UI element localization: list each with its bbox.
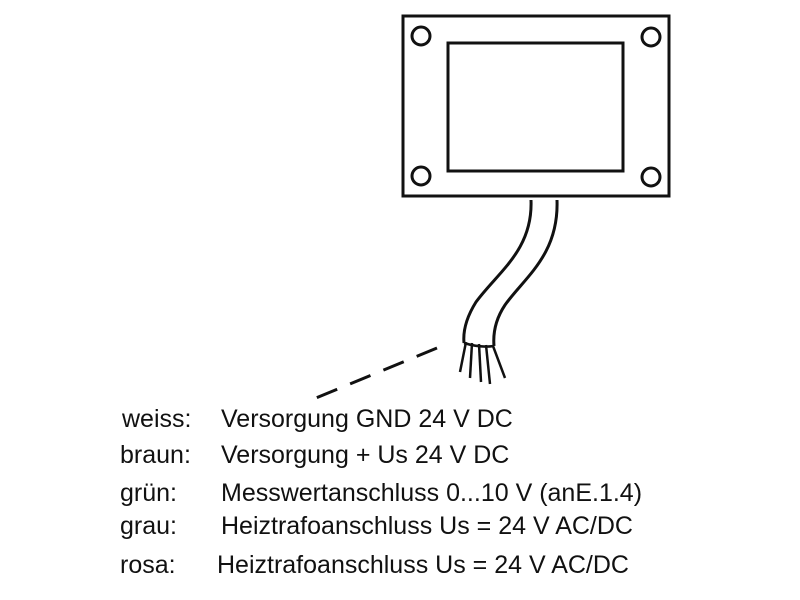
wire-description: Heiztrafoanschluss Us = 24 V AC/DC <box>217 551 629 579</box>
sensor-wiring-diagram <box>315 14 671 400</box>
cable <box>462 199 559 347</box>
mounting-hole-top-right <box>640 26 662 48</box>
mounting-hole-top-left <box>410 25 432 47</box>
wire-description: Messwertanschluss 0...10 V (anE.1.4) <box>221 479 643 507</box>
wire-ends <box>458 341 507 385</box>
sensor-housing <box>401 14 671 198</box>
wire-description: Heiztrafoanschluss Us = 24 V AC/DC <box>221 512 633 540</box>
wire-color-label: grün: <box>120 479 177 507</box>
wire-color-label: grau: <box>120 512 177 540</box>
wire-description: Versorgung GND 24 V DC <box>221 405 513 433</box>
leader-line <box>315 346 438 400</box>
sensor-window <box>446 41 625 173</box>
mounting-hole-bottom-right <box>640 166 662 188</box>
wire-color-label: rosa: <box>120 551 176 579</box>
wire-color-label: braun: <box>120 441 191 469</box>
mounting-hole-bottom-left <box>410 165 432 187</box>
wire-description: Versorgung + Us 24 V DC <box>221 441 510 469</box>
wire-color-label: weiss: <box>122 405 192 433</box>
